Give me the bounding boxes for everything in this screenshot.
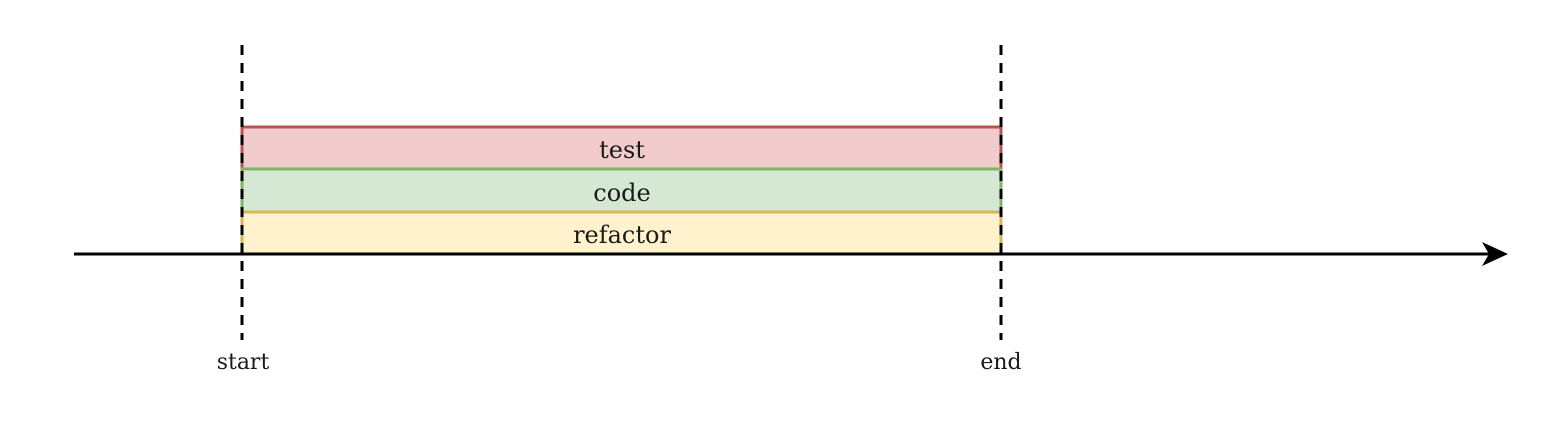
timeline-axis [74, 242, 1508, 266]
test-phase-label: test [599, 136, 645, 164]
start-marker-label: start [217, 350, 270, 375]
code-phase-label: code [593, 179, 650, 207]
refactor-phase-label: refactor [573, 221, 671, 249]
test-phase-bar [240, 125, 1003, 171]
timeline-arrow-icon [1482, 242, 1508, 266]
end-marker-label: end [980, 350, 1021, 375]
phase-stack: test code refactor [240, 125, 1003, 256]
